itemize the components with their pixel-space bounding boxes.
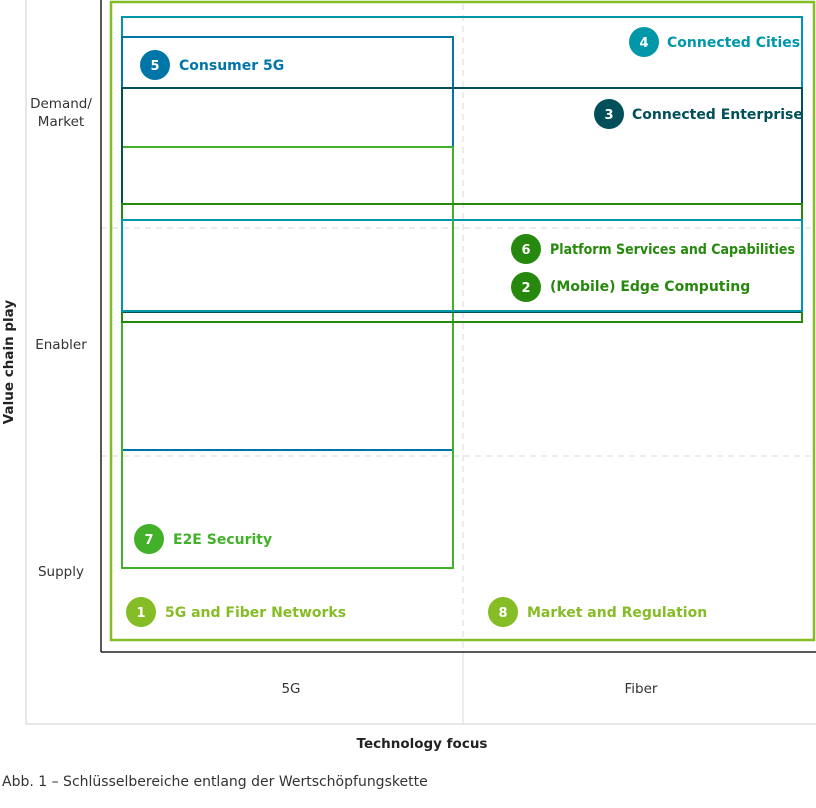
area-label-mobile-edge-computing: (Mobile) Edge Computing xyxy=(550,279,750,295)
technology-value-chain-diagram: Demand/ Market Enabler Supply 5G Fiber V… xyxy=(1,0,816,752)
area-box-platform-services xyxy=(121,203,803,323)
badge-circle xyxy=(629,27,659,57)
badge-circle xyxy=(140,50,170,80)
badge-number: 7 xyxy=(144,533,153,548)
area-label-connected-cities: Connected Cities xyxy=(667,35,800,51)
area-badge-2: 2 xyxy=(511,272,541,302)
y-tick-demand: Demand/ xyxy=(30,96,92,112)
badge-number: 6 xyxy=(521,243,530,258)
area-badge-8: 8 xyxy=(488,597,518,627)
badge-circle xyxy=(134,524,164,554)
area-box-e2e-security xyxy=(121,146,454,569)
area-box-consumer-5g xyxy=(121,36,454,451)
area-label-e2e-security: E2E Security xyxy=(173,532,272,548)
area-badge-6: 6 xyxy=(511,234,541,264)
badge-circle xyxy=(488,597,518,627)
badge-number: 2 xyxy=(521,281,530,296)
x-tick-5g: 5G xyxy=(281,681,300,697)
area-label-5g-and-fiber-networks: 5G and Fiber Networks xyxy=(165,605,346,621)
area-box-mobile-edge-computing xyxy=(121,219,803,312)
x-axis-title: Technology focus xyxy=(357,736,488,752)
badge-number: 8 xyxy=(498,606,507,621)
area-label-consumer-5g: Consumer 5G xyxy=(179,58,284,74)
area-label-platform-services: Platform Services and Capabilities xyxy=(550,242,795,258)
badge-circle xyxy=(511,234,541,264)
badge-circle xyxy=(594,99,624,129)
area-badge-3: 3 xyxy=(594,99,624,129)
badge-number: 3 xyxy=(604,108,613,123)
badge-circle xyxy=(126,597,156,627)
area-badge-7: 7 xyxy=(134,524,164,554)
area-badge-5: 5 xyxy=(140,50,170,80)
badge-number: 4 xyxy=(639,36,648,51)
area-label-connected-enterprise: Connected Enterprise xyxy=(632,107,803,123)
badge-number: 1 xyxy=(136,606,145,621)
area-box-5g-and-fiber-networks xyxy=(109,0,816,642)
badge-number: 5 xyxy=(150,59,159,74)
badge-circle xyxy=(511,272,541,302)
y-tick-enabler: Enabler xyxy=(35,337,87,353)
y-axis-title: Value chain play xyxy=(1,300,17,425)
area-label-market-and-regulation: Market and Regulation xyxy=(527,605,707,621)
y-tick-market: Market xyxy=(38,114,84,130)
x-tick-fiber: Fiber xyxy=(625,681,658,697)
y-tick-supply: Supply xyxy=(38,564,84,580)
area-badge-1: 1 xyxy=(126,597,156,627)
figure-caption: Abb. 1 – Schlüsselbereiche entlang der W… xyxy=(2,774,428,790)
area-badge-4: 4 xyxy=(629,27,659,57)
